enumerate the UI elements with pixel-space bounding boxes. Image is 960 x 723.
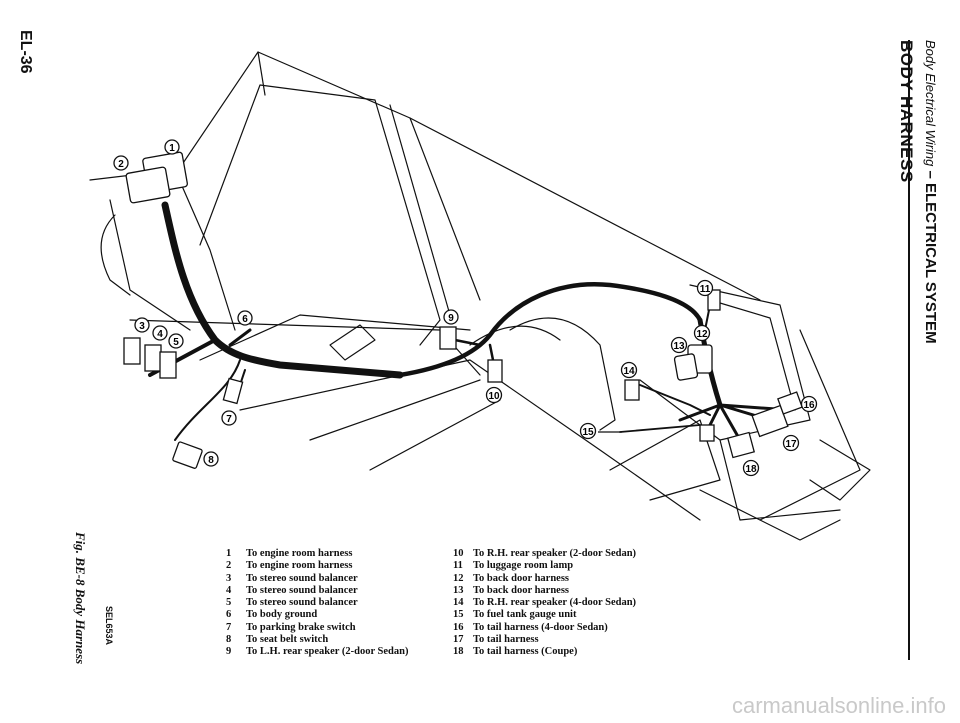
callout-5: 5 bbox=[168, 333, 184, 349]
callout-7: 7 bbox=[221, 410, 237, 426]
header-rule bbox=[908, 40, 910, 660]
svg-text:17: 17 bbox=[785, 439, 797, 450]
callout-8: 8 bbox=[203, 451, 219, 467]
svg-text:4: 4 bbox=[157, 329, 163, 340]
svg-text:9: 9 bbox=[448, 313, 454, 324]
svg-text:3: 3 bbox=[139, 321, 145, 332]
callout-6: 6 bbox=[237, 310, 253, 326]
callout-12: 12 bbox=[693, 324, 711, 342]
watermark: carmanualsonline.info bbox=[731, 693, 946, 718]
svg-text:6: 6 bbox=[242, 314, 248, 325]
svg-text:18: 18 bbox=[745, 464, 757, 475]
svg-text:12: 12 bbox=[696, 329, 708, 340]
svg-text:10: 10 bbox=[488, 391, 500, 402]
svg-text:5: 5 bbox=[173, 337, 179, 348]
callout-14: 14 bbox=[620, 361, 638, 379]
callout-15: 15 bbox=[579, 422, 597, 440]
svg-text:16: 16 bbox=[803, 400, 815, 411]
callout-11: 11 bbox=[696, 279, 714, 297]
callout-17: 17 bbox=[782, 434, 800, 452]
svg-text:15: 15 bbox=[582, 427, 594, 438]
connectors bbox=[123, 151, 803, 469]
svg-text:2: 2 bbox=[118, 159, 124, 170]
callout-9: 9 bbox=[443, 309, 459, 325]
callout-2: 2 bbox=[113, 155, 129, 171]
callout-3: 3 bbox=[134, 317, 150, 333]
svg-text:7: 7 bbox=[226, 414, 232, 425]
callout-18: 18 bbox=[742, 459, 760, 477]
svg-text:8: 8 bbox=[208, 455, 214, 466]
callout-labels: 1 2 3 4 5 6 7 8 9 10 11 12 13 14 15 16 1… bbox=[113, 139, 818, 477]
car-body-outline bbox=[89, 51, 871, 541]
callout-1: 1 bbox=[164, 139, 180, 155]
svg-text:13: 13 bbox=[673, 341, 685, 352]
svg-text:14: 14 bbox=[623, 366, 635, 377]
callout-4: 4 bbox=[152, 325, 168, 341]
callout-16: 16 bbox=[800, 395, 818, 413]
callout-10: 10 bbox=[485, 386, 503, 404]
callout-13: 13 bbox=[670, 336, 688, 354]
svg-text:1: 1 bbox=[169, 143, 175, 154]
svg-text:11: 11 bbox=[700, 284, 711, 295]
